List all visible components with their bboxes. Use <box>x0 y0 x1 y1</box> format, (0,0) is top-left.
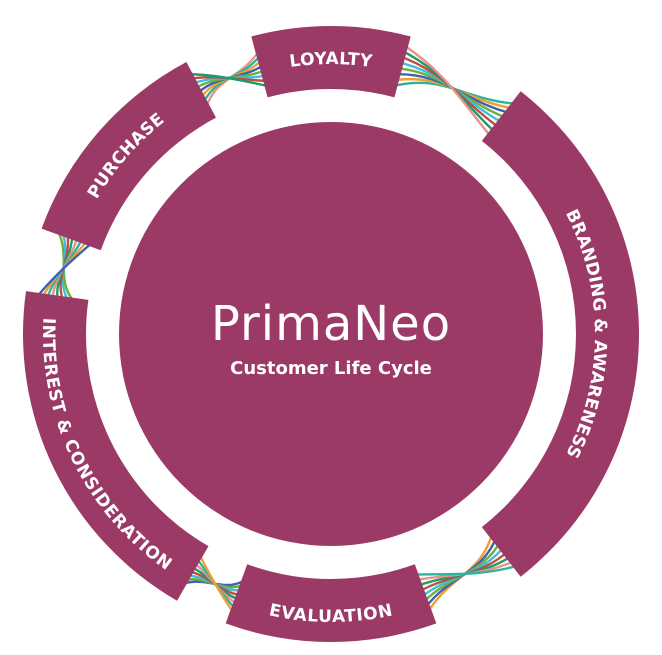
center-circle <box>119 122 543 546</box>
segment-interest-consideration <box>22 291 209 601</box>
segment-evaluation <box>225 564 437 642</box>
segment-loyalty <box>251 25 411 98</box>
connector-line <box>407 562 526 576</box>
segment-purchase <box>41 62 216 251</box>
center-subtitle: Customer Life Cycle <box>230 358 432 379</box>
center-title: PrimaNeo <box>211 296 451 352</box>
segment-branding-awareness <box>481 91 640 577</box>
segment-ring <box>22 25 640 642</box>
segment-label: LOYALTY <box>288 49 374 72</box>
connector-line <box>397 40 495 142</box>
